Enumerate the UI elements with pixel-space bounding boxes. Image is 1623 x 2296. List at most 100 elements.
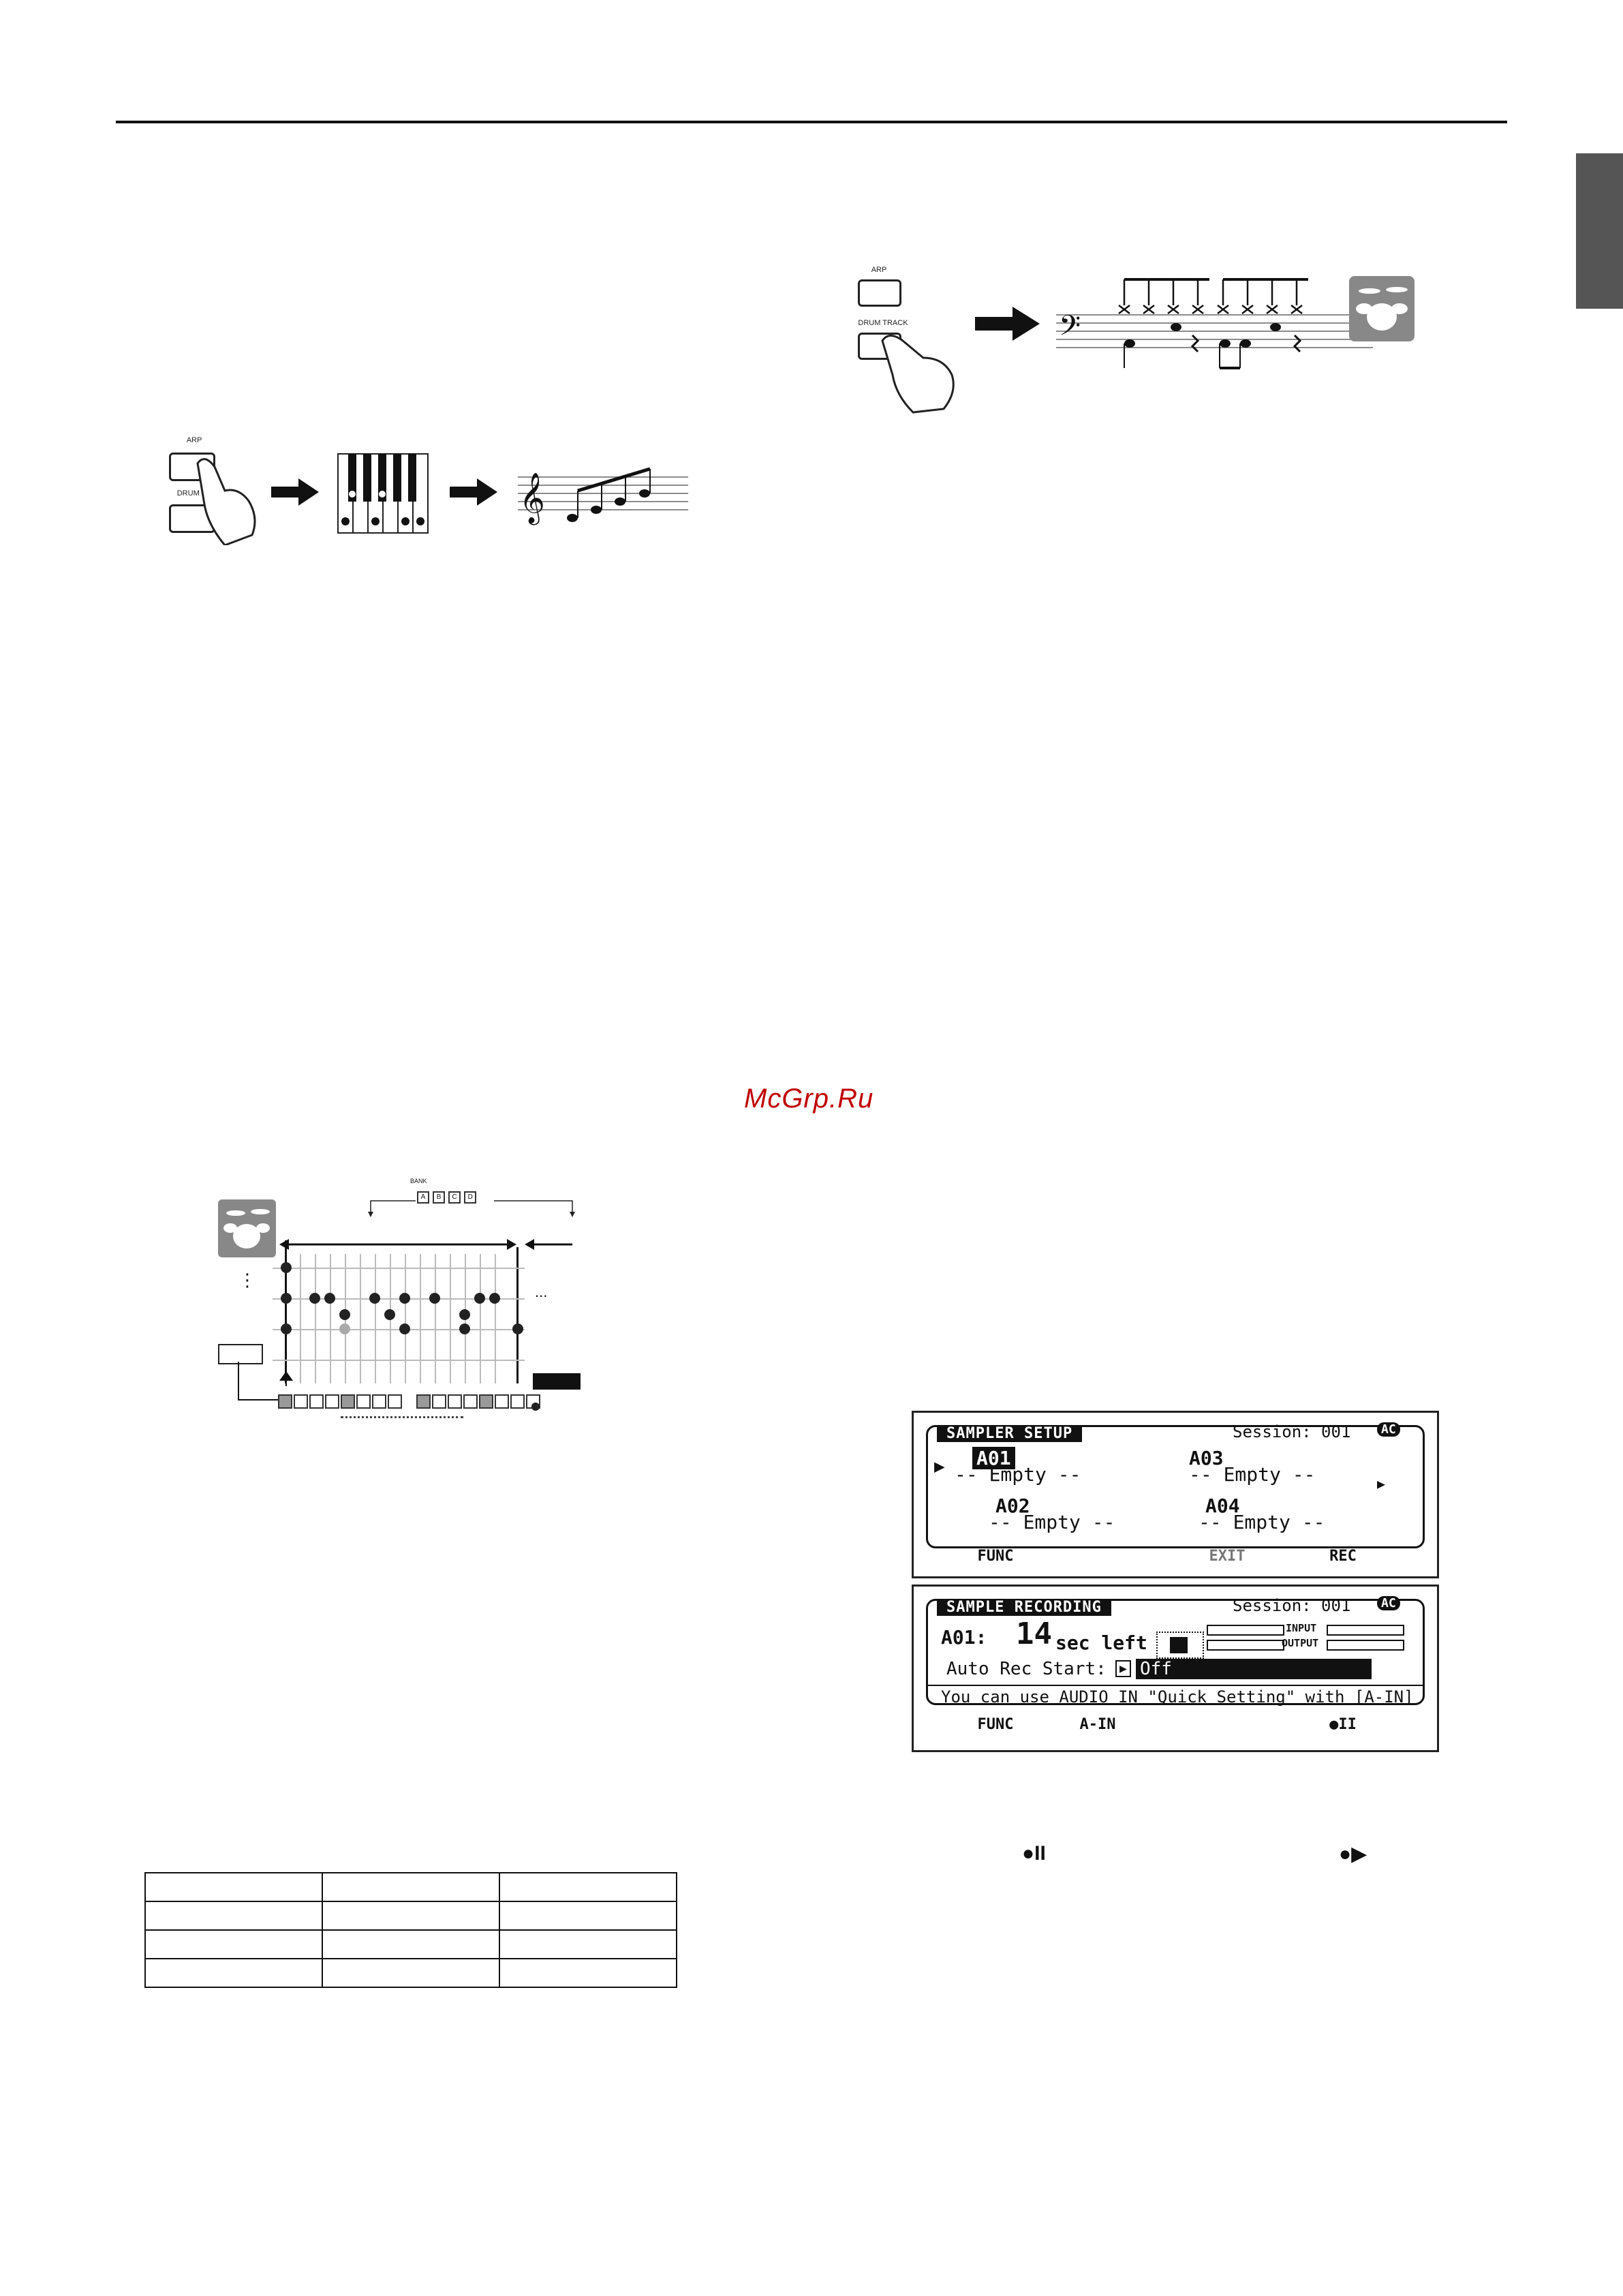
input-meter	[1207, 1625, 1284, 1636]
grid-col	[315, 1254, 316, 1383]
step-note	[281, 1323, 292, 1334]
arrow-icon	[450, 478, 497, 506]
rec-button[interactable]: REC	[1302, 1548, 1384, 1565]
exit-button[interactable]: EXIT	[1186, 1548, 1268, 1565]
session-label: Session: 001	[1233, 1596, 1350, 1615]
black-label	[533, 1373, 581, 1390]
step-pad[interactable]	[416, 1394, 431, 1409]
ellipsis-horizontal: ...	[535, 1283, 547, 1301]
step-note	[399, 1323, 410, 1334]
a-in-button[interactable]: A-IN	[1057, 1716, 1139, 1733]
table-cell	[499, 1873, 677, 1901]
table-row	[145, 1901, 677, 1930]
auto-rec-value[interactable]: Off	[1136, 1659, 1372, 1679]
step-note	[489, 1293, 500, 1304]
grid-col	[300, 1254, 301, 1383]
step-pad[interactable]	[510, 1394, 525, 1409]
table-cell	[145, 1959, 322, 1987]
step-note	[339, 1309, 350, 1320]
grid-col	[480, 1254, 481, 1383]
input-label: INPUT	[1286, 1622, 1316, 1634]
grid-col	[420, 1254, 421, 1383]
rec-pause-button[interactable]: ●II	[1302, 1716, 1384, 1733]
table-row	[145, 1930, 677, 1959]
arp-illustration: ARP DRUM TR 𝄞	[157, 436, 702, 559]
grid-col	[330, 1254, 331, 1383]
step-pad-row	[278, 1394, 542, 1412]
step-pad[interactable]	[388, 1394, 402, 1409]
step-note	[324, 1293, 335, 1304]
table-row	[145, 1873, 677, 1901]
dropdown-icon[interactable]: ▶	[1115, 1660, 1131, 1677]
page-right-icon[interactable]: ▶	[1377, 1475, 1385, 1492]
drum-kit-icon	[218, 1199, 276, 1257]
step-note	[369, 1293, 380, 1304]
slot-a04-value[interactable]: -- Empty --	[1199, 1511, 1325, 1533]
table-cell	[499, 1930, 677, 1959]
step-pad[interactable]	[356, 1394, 371, 1409]
step-note	[309, 1293, 320, 1304]
cursor-icon: ▶	[934, 1456, 945, 1477]
rec-pause-icon: ●II	[1022, 1842, 1046, 1865]
table-cell	[322, 1873, 499, 1901]
output-meter-right	[1327, 1640, 1404, 1651]
table-cell	[145, 1873, 322, 1901]
slot-label: A01:	[941, 1626, 987, 1649]
table-cell	[322, 1930, 499, 1959]
keyboard-icon	[337, 453, 429, 535]
step-pad[interactable]	[325, 1394, 339, 1409]
slot-a02-value[interactable]: -- Empty --	[989, 1511, 1115, 1533]
func-button[interactable]: FUNC	[955, 1716, 1036, 1733]
ac-badge: AC	[1377, 1596, 1400, 1610]
grid-col	[450, 1254, 451, 1383]
rec-play-icon: ●▶	[1339, 1842, 1367, 1866]
bank-label: BANK	[410, 1178, 427, 1184]
step-note	[429, 1293, 440, 1304]
table-cell	[499, 1901, 677, 1930]
slot-a03-value[interactable]: -- Empty --	[1189, 1463, 1315, 1486]
table-cell	[322, 1901, 499, 1930]
bass-staff-icon: 𝄢	[1056, 273, 1376, 382]
step-pad[interactable]	[432, 1394, 446, 1409]
seconds-remaining: 14	[1016, 1617, 1052, 1651]
step-note	[281, 1293, 292, 1304]
playhead-arrow	[279, 1371, 293, 1386]
step-pad[interactable]	[495, 1394, 509, 1409]
arrow-icon	[271, 478, 319, 506]
slot-a01-value[interactable]: -- Empty --	[955, 1463, 1081, 1486]
bank-bracket	[368, 1198, 586, 1225]
level-meter-box	[1156, 1632, 1204, 1659]
span-arrow	[279, 1235, 579, 1255]
drum-kit-icon	[1349, 276, 1415, 341]
step-note-selected	[339, 1323, 350, 1334]
grid-col	[435, 1254, 436, 1383]
step-pad[interactable]	[479, 1394, 493, 1409]
sec-left-label: sec left	[1055, 1632, 1147, 1654]
grid-row	[273, 1360, 525, 1361]
step-note	[459, 1309, 470, 1320]
step-pad[interactable]	[463, 1394, 478, 1409]
sample-recording-screen: SAMPLE RECORDING Session: 001 AC A01: 14…	[912, 1585, 1439, 1752]
empty-table	[144, 1872, 677, 1988]
sampler-setup-screen: SAMPLER SETUP Session: 001 AC ▶ A01 -- E…	[912, 1411, 1439, 1578]
step-pad[interactable]	[341, 1394, 355, 1409]
grid-row	[273, 1268, 525, 1269]
step-pad[interactable]	[309, 1394, 324, 1409]
auto-rec-label: Auto Rec Start:	[946, 1659, 1107, 1679]
svg-text:𝄞: 𝄞	[519, 473, 545, 525]
table-cell	[145, 1901, 322, 1930]
step-pad[interactable]	[294, 1394, 308, 1409]
grid-row	[273, 1329, 525, 1330]
drum-pattern-diagram: BANK A B C D ⋮ ...	[204, 1172, 600, 1458]
arp-button[interactable]	[858, 279, 901, 307]
dotted-line	[341, 1416, 463, 1418]
step-pad[interactable]	[448, 1394, 462, 1409]
func-button[interactable]: FUNC	[955, 1548, 1036, 1565]
grid-col	[360, 1254, 361, 1383]
step-pad[interactable]	[372, 1394, 386, 1409]
step-pad[interactable]	[278, 1394, 292, 1409]
rec-indicator	[531, 1403, 540, 1411]
treble-staff-icon: 𝄞	[518, 463, 692, 532]
svg-text:𝄢: 𝄢	[1059, 309, 1081, 349]
top-rule	[116, 121, 1507, 123]
